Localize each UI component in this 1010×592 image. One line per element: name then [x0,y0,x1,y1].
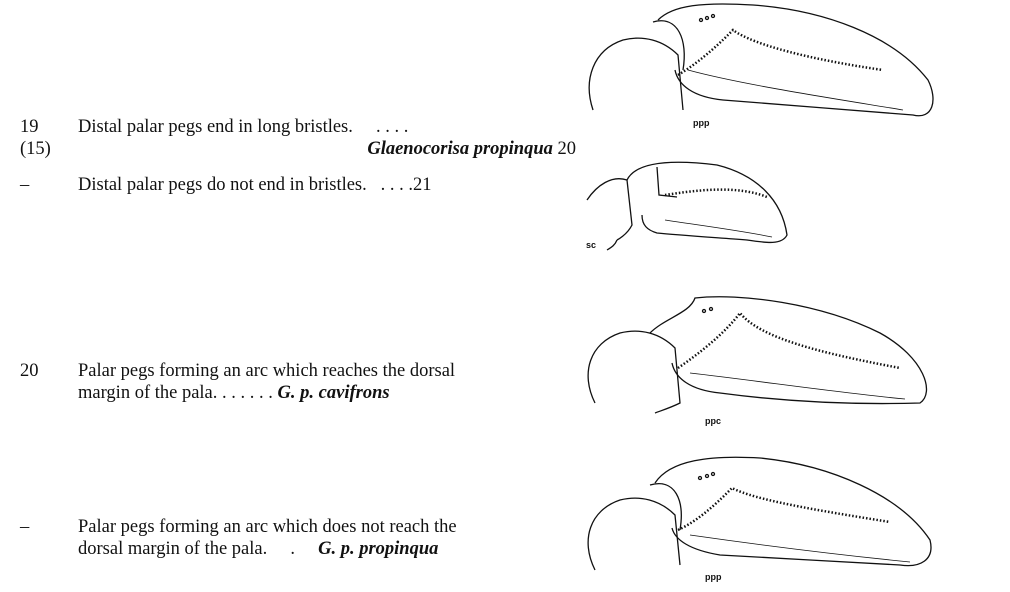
couplet-reference: (15) [20,139,51,159]
couplet-lead-text: Distal palar pegs end in long bristles. … [78,116,408,138]
figure-label: ppp [693,118,710,128]
pala-illustration-propinqua-2 [587,456,932,571]
lead-text: margin of the pala. [78,383,218,403]
taxon-name: G. p. propinqua [318,539,439,559]
pala-illustration-sc [586,161,788,251]
lead-text-line1: Palar pegs forming an arc which reaches … [78,361,456,381]
leader-dots: . . . . [380,175,414,195]
couplet-result: Glaenocorisa propinqua 20 [367,138,576,160]
lead-text-line2: margin of the pala. . . . . . . G. p. ca… [78,382,390,404]
couplet-lead-text: Distal palar pegs do not end in bristles… [78,174,432,196]
pala-illustration-cavifrons [587,296,928,414]
lead-text: Distal palar pegs end in long bristles. [78,117,353,137]
taxon-name: G. p. cavifrons [277,383,390,403]
couplet-number: 20 [20,361,39,381]
goto-number: 21 [413,175,432,195]
goto-number: 20 [557,139,577,159]
leader-dots: . . . . . . [222,383,273,403]
couplet-number: – [20,517,30,537]
figure-label: ppp [705,572,722,582]
figure-label: ppc [705,416,722,426]
figure-label: sc [586,240,597,250]
leader-dots: . [290,539,295,559]
couplet-number: 19 [20,117,39,137]
pala-illustration-propinqua [588,3,934,117]
couplet-number: – [20,175,30,195]
lead-text-line2: dorsal margin of the pala. . G. p. propi… [78,538,438,560]
lead-text: dorsal margin of the pala. [78,539,268,559]
leader-dots: . . . . [376,117,409,137]
lead-text: Distal palar pegs do not end in bristles… [78,175,367,195]
lead-text-line1: Palar pegs forming an arc which does not… [78,517,457,537]
taxon-name: Glaenocorisa propinqua [367,139,553,159]
